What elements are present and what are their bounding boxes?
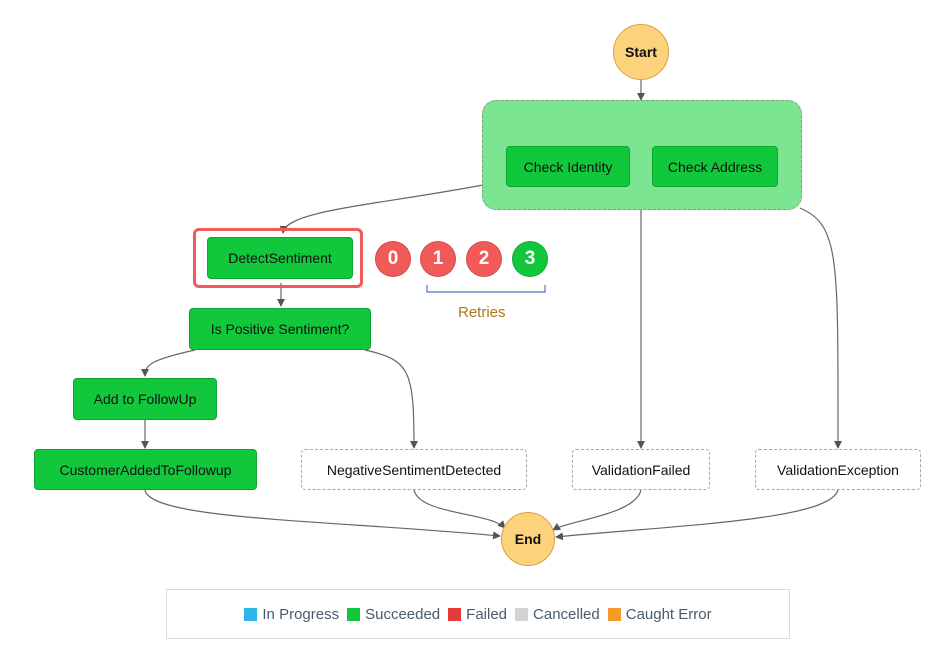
status-legend: In Progress Succeeded Failed Cancelled C…: [166, 589, 790, 639]
legend-item-caught-error: Caught Error: [607, 605, 712, 623]
legend-swatch-caught-error: [607, 607, 621, 621]
retry-attempt-0-badge[interactable]: 0: [375, 241, 411, 277]
end-node[interactable]: End: [501, 512, 555, 566]
legend-label-caught-error: Caught Error: [625, 605, 712, 623]
start-node-label: Start: [625, 44, 657, 60]
validation-exception-label: ValidationException: [777, 461, 899, 478]
edge-negative-to-end: [413, 489, 506, 529]
detect-sentiment-state[interactable]: DetectSentiment: [207, 237, 353, 279]
edge-ispositive-to-followup: [141, 349, 196, 377]
edge-validationexception-to-end: [555, 489, 839, 541]
retry-attempt-1-number: 1: [432, 248, 444, 269]
is-positive-sentiment-label: Is Positive Sentiment?: [210, 321, 350, 337]
legend-label-in-progress: In Progress: [262, 605, 340, 623]
validation-failed-label: ValidationFailed: [591, 461, 691, 478]
retries-bracket: [426, 285, 546, 293]
edge-customeradded-to-end: [144, 489, 501, 540]
legend-label-failed: Failed: [466, 605, 508, 623]
start-node[interactable]: Start: [613, 24, 669, 80]
legend-item-in-progress: In Progress: [244, 606, 339, 623]
legend-swatch-in-progress: [244, 607, 258, 621]
legend-swatch-failed: [448, 607, 462, 621]
legend-item-failed: Failed: [448, 606, 507, 623]
is-positive-sentiment-state[interactable]: Is Positive Sentiment?: [189, 308, 371, 350]
retry-attempt-2-badge[interactable]: 2: [466, 241, 502, 277]
detect-sentiment-label: DetectSentiment: [228, 250, 332, 266]
edge-validationfailed-to-end: [552, 489, 642, 531]
negative-sentiment-detected-state[interactable]: NegativeSentimentDetected: [301, 449, 527, 490]
retry-attempt-3-number: 3: [524, 248, 536, 269]
check-identity-label: Check Identity: [523, 158, 613, 175]
retry-attempt-1-badge[interactable]: 1: [420, 241, 456, 277]
legend-swatch-cancelled: [515, 607, 529, 621]
check-address-label: Check Address: [667, 158, 763, 175]
end-node-label: End: [514, 531, 542, 547]
retries-label: Retries: [458, 304, 506, 321]
check-identity-state[interactable]: Check Identity: [506, 146, 630, 187]
negative-sentiment-detected-label: NegativeSentimentDetected: [326, 461, 502, 478]
validation-exception-state[interactable]: ValidationException: [755, 449, 921, 490]
legend-item-succeeded: Succeeded: [347, 606, 440, 623]
retry-attempt-3-badge[interactable]: 3: [512, 241, 548, 277]
edge-parallel-to-validationexception: [799, 207, 843, 449]
retry-attempt-0-number: 0: [387, 248, 399, 269]
customer-added-to-followup-label: CustomerAddedToFollowup: [59, 461, 232, 478]
edge-ispositive-to-negative: [364, 349, 418, 449]
customer-added-to-followup-state[interactable]: CustomerAddedToFollowup: [34, 449, 257, 490]
validation-failed-state[interactable]: ValidationFailed: [572, 449, 710, 490]
retry-attempt-2-number: 2: [478, 248, 490, 269]
legend-swatch-succeeded: [347, 607, 361, 621]
legend-label-succeeded: Succeeded: [365, 605, 441, 623]
add-to-followup-state[interactable]: Add to FollowUp: [73, 378, 217, 420]
check-address-state[interactable]: Check Address: [652, 146, 778, 187]
edge-parallel-to-detect: [279, 183, 489, 234]
add-to-followup-label: Add to FollowUp: [93, 391, 197, 407]
legend-label-cancelled: Cancelled: [533, 605, 600, 623]
selected-state-highlight: [193, 228, 363, 288]
legend-item-cancelled: Cancelled: [515, 606, 600, 623]
